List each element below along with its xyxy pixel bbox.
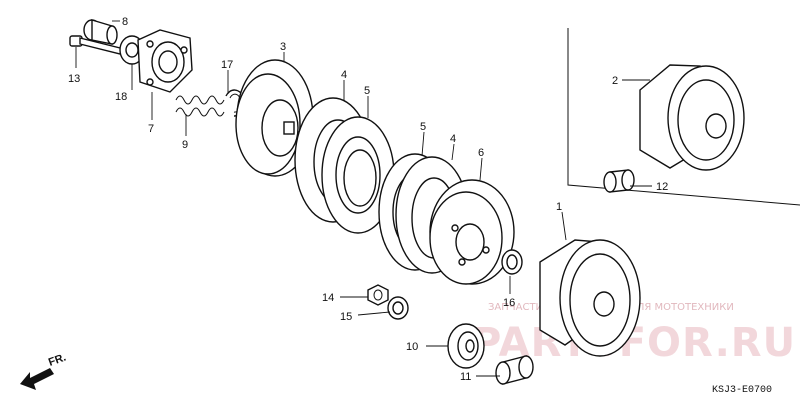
label-part-5a: 5 [364,85,370,97]
arrow-icon [20,368,54,390]
label-part-17: 17 [221,59,233,71]
label-part-2: 2 [612,75,618,87]
label-part-10: 10 [406,341,418,353]
label-part-4b: 4 [450,133,456,145]
clutch-outer [539,239,641,357]
label-part-11: 11 [460,371,471,383]
leader-lines [75,20,652,377]
label-part-4a: 4 [341,69,347,81]
clutch-plate-outer [321,116,395,234]
label-part-6: 6 [478,147,484,159]
driven-gear-drum [235,59,314,177]
front-marker-label: FR. [47,351,68,368]
diagram-code: KSJ3-E0700 [712,385,772,396]
label-part-15: 15 [340,311,352,323]
sleeve-bushing [495,355,534,385]
spring [175,95,225,117]
washer [387,296,409,320]
bushing [603,169,635,193]
label-part-1: 1 [556,201,562,213]
inset-box-outline [567,28,800,206]
label-part-8: 8 [122,16,128,28]
label-part-5b: 5 [420,121,426,133]
label-part-7: 7 [148,123,154,135]
lifter-plate [137,29,193,93]
washer-ring [501,249,523,275]
part-labels: 8 13 18 7 9 17 3 4 5 5 4 6 1 2 12 16 14 … [68,16,668,383]
nut [367,284,389,306]
collar-pin [83,19,118,45]
label-part-14: 14 [322,292,334,304]
front-direction-marker: FR. [20,351,68,390]
drive-gear [447,323,485,369]
label-part-9: 9 [182,139,188,151]
label-part-18: 18 [115,91,127,103]
pressure-plate [429,179,515,285]
clutch-outer-inset [639,64,745,171]
label-part-12: 12 [656,181,668,193]
label-part-16: 16 [503,297,515,309]
label-part-13: 13 [68,73,80,85]
label-part-3: 3 [280,41,286,53]
